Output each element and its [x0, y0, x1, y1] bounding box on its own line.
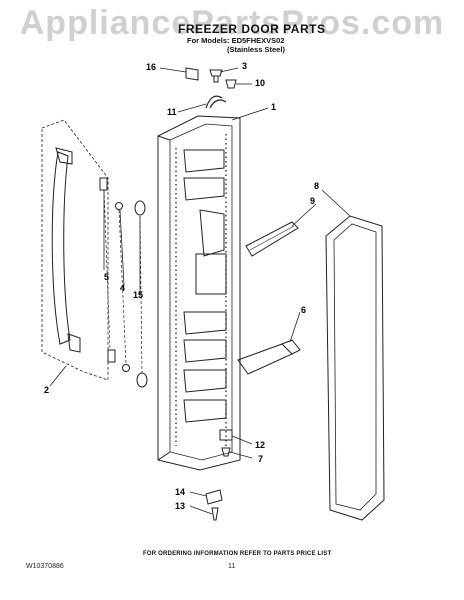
callout-10: 10 — [255, 78, 266, 88]
hinge-screw — [209, 69, 223, 83]
callout-9: 9 — [310, 196, 316, 206]
model-line: For Models: ED5FHEXVS02 — [187, 36, 285, 45]
handle-bottom-cap — [67, 333, 81, 353]
bracket-screw — [211, 507, 219, 521]
handle-screw-top — [99, 177, 108, 191]
trim-strip — [245, 221, 299, 257]
lower-hinge-screw — [221, 447, 231, 457]
model-info: For Models: ED5FHEXVS02 (Stainless Steel… — [187, 36, 285, 54]
callout-6: 6 — [301, 305, 307, 315]
callout-2: 2 — [44, 385, 50, 395]
plug-top — [134, 200, 146, 216]
handle-screw-bottom — [107, 349, 116, 363]
wire-harness-connector — [185, 67, 199, 81]
callout-7: 7 — [258, 454, 264, 464]
callout-1: 1 — [271, 102, 277, 112]
hinge-bushing — [225, 79, 237, 89]
callout-12: 12 — [255, 440, 266, 450]
callout-14: 14 — [175, 487, 186, 497]
callout-4: 4 — [120, 283, 126, 293]
ordering-note: FOR ORDERING INFORMATION REFER TO PARTS … — [143, 551, 332, 557]
handle-dashed-outline — [41, 119, 109, 381]
handle — [51, 151, 71, 345]
lower-hinge-bracket — [205, 489, 223, 505]
model-variant: (Stainless Steel) — [227, 45, 285, 54]
callout-16: 16 — [146, 62, 157, 72]
spacer-top — [115, 202, 123, 210]
spacer-bottom — [122, 364, 130, 372]
document-number: W10370886 — [26, 563, 64, 570]
door-bar — [237, 343, 293, 375]
callout-5: 5 — [104, 272, 110, 282]
handle-top-cap — [55, 147, 73, 165]
watermark: AppliancePartsPros.com — [19, 4, 445, 42]
door-gasket — [325, 215, 385, 521]
page-number: 11 — [228, 563, 236, 570]
callout-8: 8 — [314, 181, 320, 191]
callout-11: 11 — [167, 107, 177, 117]
callout-13: 13 — [175, 501, 186, 511]
door-assembly — [157, 95, 241, 471]
page-title: FREEZER DOOR PARTS — [178, 22, 326, 36]
plug-bottom — [136, 372, 148, 388]
callout-15: 15 — [133, 290, 144, 300]
lower-hinge-bushing — [219, 429, 233, 441]
callout-3: 3 — [242, 61, 248, 71]
